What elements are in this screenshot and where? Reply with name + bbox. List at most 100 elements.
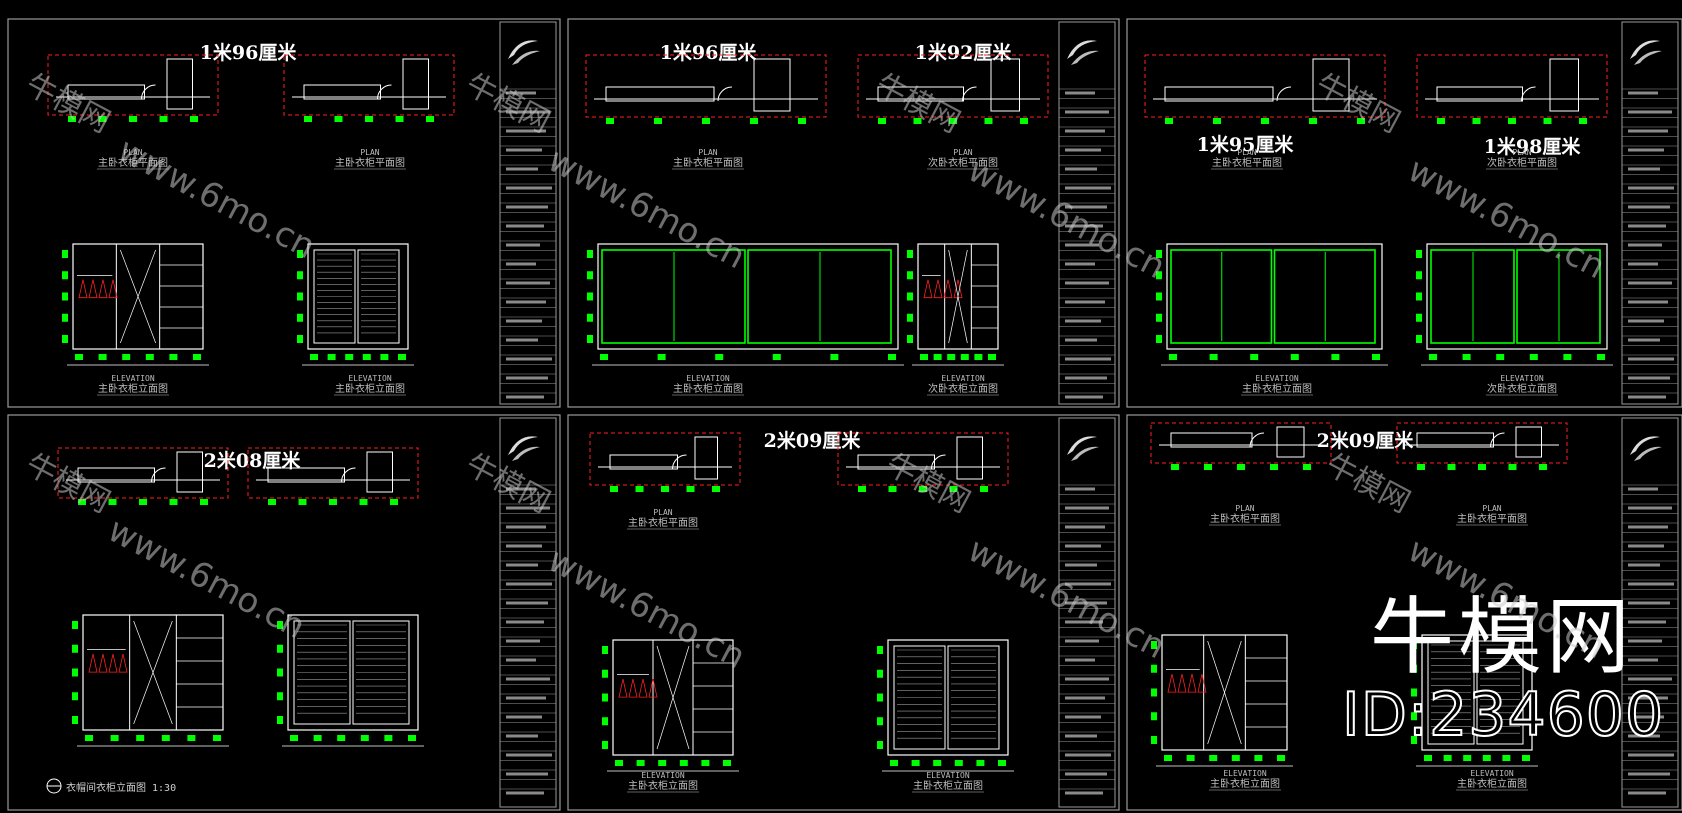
- dimension-marker: [602, 717, 608, 726]
- dimension-marker: [602, 741, 608, 749]
- sliding-door-panel: [1430, 249, 1515, 344]
- plan-caption-en: PLAN: [1235, 504, 1254, 513]
- dimension-marker: [380, 354, 389, 360]
- door-swing-arc: [1490, 432, 1505, 448]
- title-block-text: [1065, 791, 1103, 795]
- title-block-text: [506, 395, 544, 399]
- dimension-marker: [1508, 464, 1517, 470]
- plan-closet-outline: [956, 436, 983, 480]
- sliding-door-panel: [1273, 249, 1376, 344]
- dimension-marker: [297, 250, 303, 258]
- elevation-caption-cn: 主卧衣柜立面图: [1457, 777, 1527, 790]
- sliding-door-panel: [1516, 249, 1601, 344]
- plan-view: [1396, 422, 1568, 464]
- dimension-marker: [602, 646, 608, 654]
- title-block-text: [1065, 91, 1095, 95]
- dimension-marker: [136, 735, 145, 741]
- dimension-marker: [877, 693, 883, 702]
- dimension-marker: [913, 118, 922, 124]
- title-block-text: [1628, 281, 1672, 285]
- title-block-text: [1065, 224, 1103, 228]
- dimension-marker: [365, 116, 373, 122]
- elevation-caption-cn: 次卧衣柜立面图: [1487, 382, 1557, 395]
- title-block-text: [506, 224, 544, 228]
- dimension-marker: [615, 760, 623, 766]
- title-block-text: [506, 186, 552, 190]
- dimension-marker: [723, 760, 731, 766]
- door-swing-arc: [672, 454, 687, 470]
- title-block-text: [506, 677, 550, 681]
- dimension-marker: [947, 354, 956, 360]
- title-block-text: [1065, 243, 1099, 247]
- model-id-text: ID:234600: [1341, 680, 1665, 750]
- dimension-marker: [1411, 688, 1417, 697]
- dimension-marker: [313, 735, 322, 741]
- dimension-marker: [390, 499, 398, 505]
- dimension-marker: [1416, 292, 1422, 301]
- title-block-text: [1065, 506, 1109, 510]
- dimension-marker: [1171, 464, 1179, 470]
- dimension-marker: [984, 118, 993, 124]
- dimension-marker: [610, 486, 618, 492]
- dimension-marker: [1151, 664, 1157, 673]
- dimension-marker: [277, 668, 283, 677]
- plan-closet-outline: [1312, 58, 1350, 112]
- title-block-text: [506, 601, 548, 605]
- hanger-icon: [88, 654, 98, 673]
- elevation-caption-cn: 主卧衣柜立面图: [628, 779, 698, 792]
- plan-caption-en: PLAN: [653, 508, 672, 517]
- title-block-text: [506, 129, 546, 133]
- title-block-text: [1065, 525, 1105, 529]
- title-block-text: [1065, 262, 1095, 266]
- dimension-marker: [1416, 313, 1422, 322]
- door-swing-arc: [1276, 86, 1292, 102]
- dimension-marker: [907, 271, 913, 280]
- title-block-text: [506, 563, 538, 567]
- elevation-view: [287, 614, 419, 731]
- dimension-marker: [907, 292, 913, 301]
- dimension-marker: [1443, 755, 1452, 761]
- elevation-caption-en: ELEVATION: [686, 374, 730, 383]
- dimension-heading: 1米98厘米: [1484, 135, 1582, 158]
- door-opening-line: [120, 249, 156, 344]
- dimension-marker: [715, 354, 724, 360]
- dimension-marker: [277, 692, 283, 701]
- plan-caption-en: PLAN: [698, 148, 717, 157]
- dimension-marker: [304, 116, 312, 122]
- cabinet-door-panel: [1427, 640, 1475, 745]
- company-logo-icon: [1634, 50, 1662, 65]
- dimension-marker: [686, 486, 695, 492]
- plan-view: [1150, 422, 1332, 464]
- dimension-heading: 2米09厘米: [764, 429, 862, 452]
- elevation-view: [887, 639, 1009, 756]
- title-block-text: [506, 696, 546, 700]
- cabinet-door-panel: [313, 249, 356, 344]
- title-block-text: [506, 167, 538, 171]
- dimension-marker: [1579, 118, 1587, 124]
- dimension-marker: [1543, 118, 1552, 124]
- dimension-marker: [1372, 354, 1380, 360]
- title-block-text: [1628, 715, 1664, 719]
- door-swing-arc: [962, 86, 977, 102]
- dimension-marker: [1463, 755, 1472, 761]
- sliding-door-panel: [601, 249, 746, 344]
- title-block-text: [1628, 338, 1660, 342]
- elevation-view: [612, 639, 734, 756]
- title-block-text: [1065, 677, 1109, 681]
- title-block-text: [1065, 338, 1097, 342]
- title-block-text: [1065, 601, 1107, 605]
- title-block-text: [1628, 734, 1660, 738]
- dimension-marker: [1261, 118, 1269, 124]
- plan-cabinet-outline: [877, 86, 964, 102]
- title-block-text: [1628, 91, 1658, 95]
- cabinet-door-panel: [293, 620, 351, 725]
- title-block-text: [1065, 734, 1097, 738]
- dimension-heading: 1米92厘米: [915, 41, 1013, 64]
- dimension-marker: [85, 735, 93, 741]
- hanger-icon: [108, 279, 118, 299]
- dimension-marker: [954, 760, 963, 766]
- elevation-caption-cn: 次卧衣柜立面图: [928, 382, 998, 395]
- title-block-text: [1628, 395, 1666, 399]
- dimension-marker: [1522, 755, 1530, 761]
- dimension-marker: [72, 692, 78, 701]
